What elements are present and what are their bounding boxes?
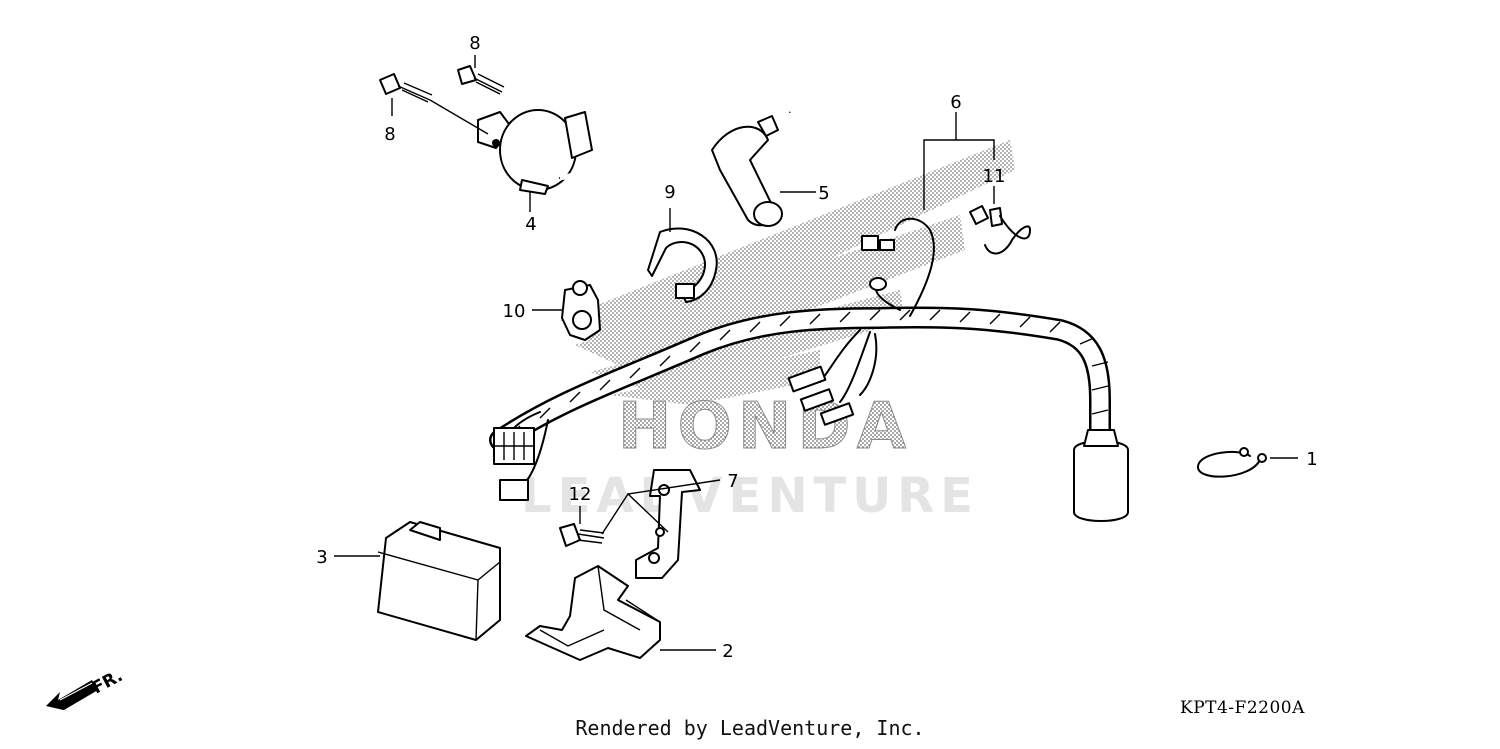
callout-3: 3 [316, 547, 327, 568]
spark-plug-cap-part-5[interactable] [711, 115, 783, 227]
callout-8-upper: 8 [469, 33, 480, 54]
callout-12: 12 [569, 484, 592, 505]
rubber-mount-part-2[interactable] [525, 565, 661, 661]
footer-credit: Rendered by LeadVenture, Inc. [575, 716, 925, 740]
wire-harness-part-6[interactable] [489, 217, 1129, 522]
bolt-part-12[interactable] [559, 523, 605, 547]
callout-10: 10 [503, 301, 526, 322]
bolt-part-8-lower[interactable] [379, 73, 433, 103]
diagram-code: KPT4-F2200A [1180, 698, 1305, 718]
callout-11: 11 [983, 166, 1006, 187]
callout-7: 7 [727, 471, 738, 492]
callout-6: 6 [950, 92, 961, 113]
band-part-9[interactable] [647, 227, 718, 303]
callout-5: 5 [818, 183, 829, 204]
callout-8-lower: 8 [384, 124, 395, 145]
clip-part-11[interactable] [969, 205, 1031, 255]
leadventure-watermark: LEADVENTURE [521, 468, 979, 524]
callout-9: 9 [664, 182, 675, 203]
front-direction-arrow: FR. [46, 666, 126, 712]
callout-1: 1 [1306, 449, 1317, 470]
ignition-coil-part-4[interactable] [477, 48, 807, 195]
honda-logo-watermark: HONDA [618, 390, 912, 464]
bracket-part-7[interactable] [635, 469, 701, 579]
leader-lines [334, 55, 1298, 651]
callout-4: 4 [525, 214, 536, 235]
front-direction-label: FR. [89, 666, 126, 698]
callout-2: 2 [722, 641, 733, 662]
bolt-part-8-upper[interactable] [457, 65, 505, 95]
band-clip-part-1[interactable] [1197, 447, 1267, 478]
clamp-part-10[interactable] [561, 280, 601, 341]
control-unit-part-3[interactable] [377, 521, 501, 641]
